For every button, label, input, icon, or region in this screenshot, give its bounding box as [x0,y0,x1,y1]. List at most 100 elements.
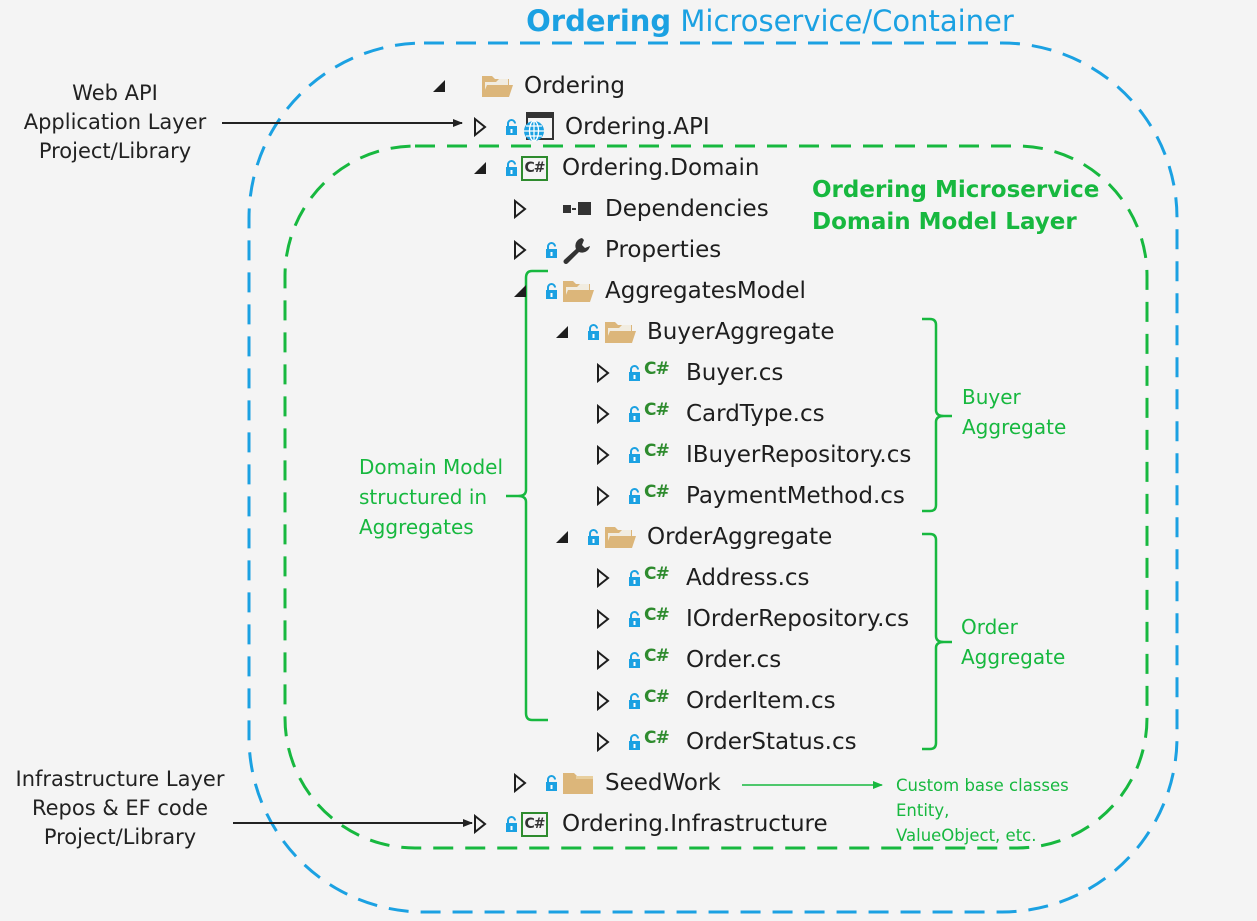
csharp-file-icon: C# [644,564,670,584]
collapsed-arrow-icon[interactable] [596,650,610,670]
lock-icon [545,774,559,792]
expanded-arrow-icon[interactable] [555,322,569,342]
collapsed-arrow-icon[interactable] [473,814,487,834]
expanded-arrow-icon[interactable] [513,281,527,301]
csharp-file-icon: C# [644,605,670,625]
collapsed-arrow-icon[interactable] [596,363,610,383]
label-line: Domain Model [359,455,504,479]
tree-item[interactable]: OrderAggregate [555,519,832,555]
tree-item[interactable]: AggregatesModel [513,273,806,309]
order-aggregate-brace [922,532,952,751]
csharp-file-icon: C# [644,482,670,502]
domain-model-brace [506,269,548,722]
lock-icon [628,610,642,628]
csharp-file-icon: C# [644,687,670,707]
tree-item-label: CardType.cs [686,401,825,427]
tree-item[interactable]: C#Buyer.cs [596,355,783,391]
web-project-icon [521,112,555,142]
lock-icon [628,569,642,587]
csharp-project-icon: C# [521,154,548,182]
note-line: ValueObject, etc. [896,826,1037,845]
tree-item[interactable]: C#Address.cs [596,560,810,596]
csharp-file-icon: C# [644,728,670,748]
microservice-container-boundary [247,41,1179,914]
infrastructure-note: Infrastructure Layer Repos & EF code Pro… [5,765,235,852]
collapsed-arrow-icon[interactable] [513,240,527,260]
tree-item[interactable]: C#Ordering.Infrastructure [473,806,828,842]
title-line: Ordering Microservice [812,177,1100,203]
lock-icon [628,405,642,423]
csharp-file-icon: C# [644,400,670,420]
note-line: Custom base classes [896,776,1069,795]
lock-icon [587,323,601,341]
lock-icon [545,282,559,300]
tree-item-label: PaymentMethod.cs [686,483,905,509]
expanded-arrow-icon[interactable] [473,158,487,178]
tree-item[interactable]: C# CardType.cs [596,396,825,432]
label-line: Aggregates [359,515,474,539]
web-api-note: Web API Application Layer Project/Librar… [10,79,220,166]
tree-item-label: Dependencies [605,196,769,222]
expanded-arrow-icon[interactable] [555,527,569,547]
collapsed-arrow-icon[interactable] [473,117,487,137]
lock-icon [587,528,601,546]
folder-open-icon [603,523,637,551]
expanded-arrow-icon[interactable] [432,76,446,96]
tree-item[interactable]: Dependencies [513,191,769,227]
tree-item[interactable]: Ordering.API [473,109,710,145]
tree-item-label: Ordering [524,73,625,99]
title-rest: Microservice/Container [671,4,1014,38]
folder-open-icon [603,318,637,346]
tree-item[interactable]: BuyerAggregate [555,314,834,350]
tree-item-label: OrderItem.cs [686,688,836,714]
label-line: Aggregate [961,645,1066,669]
tree-item-label: Ordering.Domain [562,155,760,181]
order-aggregate-label: Order Aggregate [961,612,1065,672]
tree-item[interactable]: SeedWork [513,765,721,801]
note-line: Project/Library [38,139,192,163]
domain-model-layer-boundary [283,144,1149,850]
tree-item[interactable]: C#IBuyerRepository.cs [596,437,911,473]
csharp-file-icon: C# [644,359,670,379]
collapsed-arrow-icon[interactable] [596,445,610,465]
tree-item[interactable]: C# OrderStatus.cs [596,724,857,760]
csharp-file-icon: C# [644,441,670,461]
tree-item[interactable]: C# Ordering.Domain [473,150,760,186]
note-line: Repos & EF code [31,796,209,820]
folder-closed-icon [561,769,595,797]
tree-item-label: SeedWork [605,770,721,796]
tree-item-label: AggregatesModel [605,278,806,304]
tree-item[interactable]: Ordering [432,68,625,104]
note-line: Web API [72,81,158,105]
collapsed-arrow-icon[interactable] [513,773,527,793]
collapsed-arrow-icon[interactable] [596,609,610,629]
buyer-aggregate-label: Buyer Aggregate [962,382,1066,442]
tree-item-label: OrderStatus.cs [686,729,857,755]
collapsed-arrow-icon[interactable] [596,404,610,424]
collapsed-arrow-icon[interactable] [596,568,610,588]
tree-item[interactable]: C#Order.cs [596,642,781,678]
tree-item[interactable]: C# OrderItem.cs [596,683,836,719]
lock-icon [505,815,519,833]
title-line: Domain Model Layer [812,209,1077,235]
collapsed-arrow-icon[interactable] [596,691,610,711]
lock-icon [505,159,519,177]
tree-item-label: OrderAggregate [647,524,833,550]
tree-item-label: Ordering.Infrastructure [562,811,828,837]
collapsed-arrow-icon[interactable] [596,486,610,506]
tree-item-label: Ordering.API [565,114,710,140]
tree-item[interactable]: C# IOrderRepository.cs [596,601,909,637]
collapsed-arrow-icon[interactable] [596,732,610,752]
label-line: Buyer [962,385,1021,409]
domain-layer-title: Ordering Microservice Domain Model Layer [812,174,1099,238]
tree-item[interactable]: C# PaymentMethod.cs [596,478,905,514]
label-line: structured in [359,485,488,509]
tree-item-label: IOrderRepository.cs [686,606,910,632]
collapsed-arrow-icon[interactable] [513,199,527,219]
buyer-aggregate-brace [922,317,952,513]
lock-icon [628,733,642,751]
tree-item-label: Properties [605,237,722,263]
tree-item[interactable]: Properties [513,232,721,268]
title-bold: Ordering [526,4,672,38]
